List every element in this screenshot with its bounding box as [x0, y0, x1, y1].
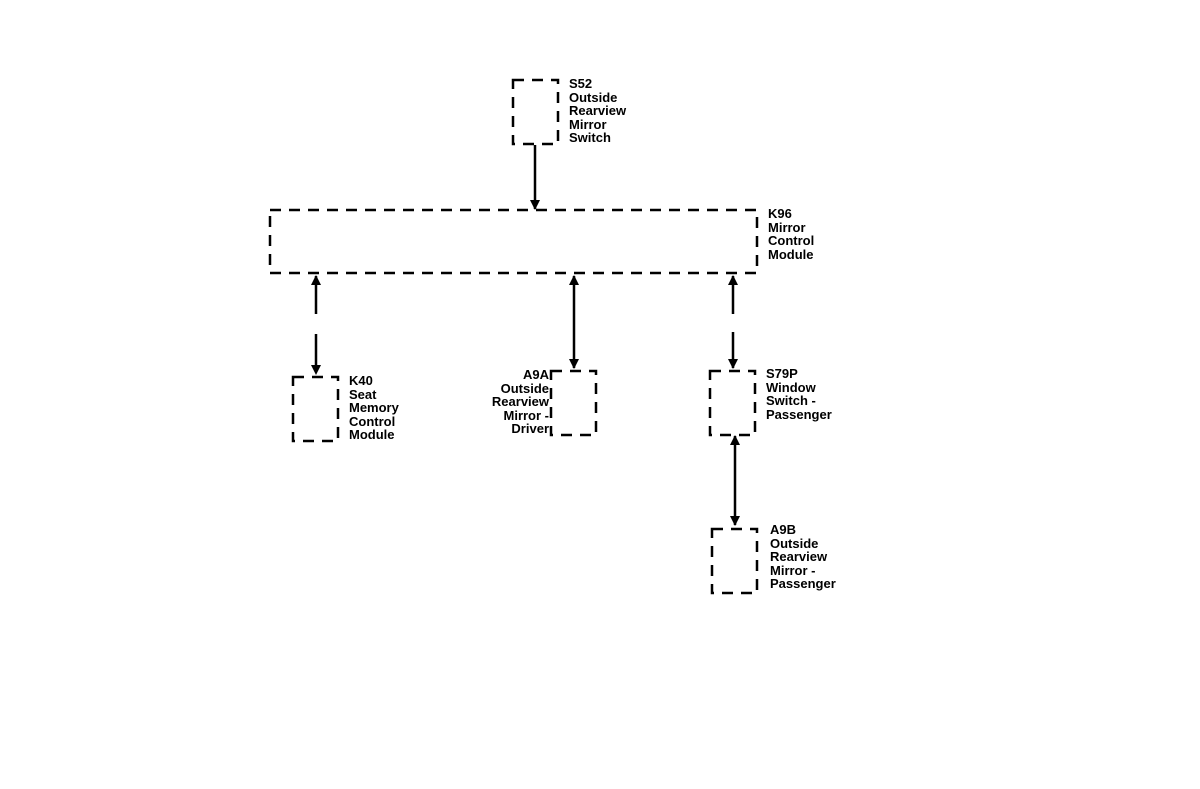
k40-line: Control	[349, 413, 396, 429]
a9b-line: Outside	[770, 535, 819, 551]
a9b-line: Passenger	[770, 576, 836, 592]
a9a-label: A9A Outside Rearview Mirror - Driver	[470, 368, 549, 436]
s79p-line: Passenger	[766, 406, 832, 422]
k40-line: Memory	[349, 400, 399, 416]
s52-id: S52	[569, 76, 593, 91]
s79p-line: Window	[766, 379, 816, 395]
s52-line: Outside	[569, 89, 618, 105]
k96-id: K96	[768, 206, 792, 221]
a9a-line: Mirror -	[503, 407, 550, 423]
s52-line: Mirror	[569, 116, 607, 132]
k96-line: Mirror	[768, 219, 806, 235]
k96-label: K96 Mirror Control Module	[768, 207, 814, 261]
a9a-line: Driver	[511, 421, 549, 437]
k40-label: K40 Seat Memory Control Module	[349, 374, 399, 442]
k40-id: K40	[349, 373, 373, 388]
a9b-line: Rearview	[770, 549, 828, 565]
s79p-line: Switch -	[766, 393, 816, 409]
s52-line: Rearview	[569, 103, 627, 119]
s79p-label: S79P Window Switch - Passenger	[766, 367, 832, 421]
a9a-line: Rearview	[491, 394, 549, 410]
a9b-line: Mirror -	[770, 562, 816, 578]
s79p-box	[708, 369, 757, 437]
a9a-box	[549, 369, 598, 437]
k40-box	[291, 375, 340, 443]
a9a-id: A9A	[522, 367, 549, 382]
k96-line: Module	[768, 246, 814, 262]
s79p-id: S79P	[766, 366, 798, 381]
k96-box	[268, 208, 759, 275]
a9b-box	[710, 527, 759, 595]
a9b-label: A9B Outside Rearview Mirror - Passenger	[770, 523, 836, 591]
a9b-id: A9B	[770, 522, 797, 537]
s52-line: Switch	[569, 130, 611, 146]
k40-line: Module	[349, 427, 395, 443]
a9a-line: Outside	[500, 380, 549, 396]
k40-line: Seat	[349, 386, 377, 402]
s52-label: S52 Outside Rearview Mirror Switch	[569, 77, 626, 145]
k96-line: Control	[768, 233, 815, 249]
s52-box	[511, 78, 560, 146]
